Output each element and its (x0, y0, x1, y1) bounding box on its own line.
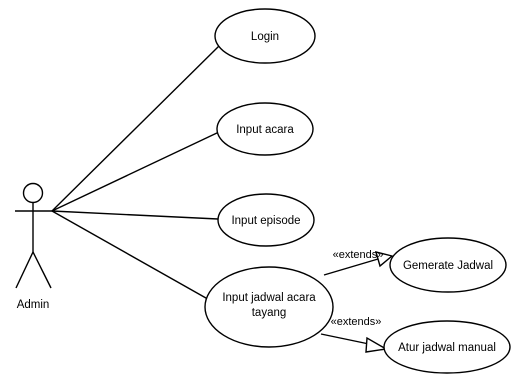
extend-label-generate: «extends» (333, 249, 384, 261)
use-case-atur-jadwal-ellipse (383, 320, 511, 374)
actor-right-leg (32, 251, 52, 289)
extend-line-generate (323, 258, 379, 276)
use-case-generate-jadwal-ellipse (389, 237, 507, 293)
use-case-atur-jadwal[interactable]: Atur jadwal manual (383, 320, 511, 374)
use-case-input-acara-label: Input acara (236, 124, 294, 136)
actor-left-leg (15, 251, 34, 289)
use-case-generate-jadwal-label: Gemerate Jadwal (403, 260, 493, 272)
use-case-generate-jadwal[interactable]: Gemerate Jadwal (389, 237, 507, 293)
extend-arrowhead-generate (374, 251, 394, 268)
association-login (51, 45, 220, 212)
association-input-episode (51, 210, 219, 220)
extend-arrowhead-atur (365, 336, 389, 353)
use-case-input-acara[interactable]: Input acara (216, 102, 314, 156)
extend-line-atur (320, 333, 370, 345)
use-case-login[interactable]: Login (214, 8, 316, 64)
use-case-input-episode-label: Input episode (231, 215, 300, 227)
use-case-input-episode[interactable]: Input episode (217, 193, 315, 247)
use-case-input-jadwal-label-line1: Input jadwal acara (222, 292, 316, 304)
actor-admin[interactable]: Admin (15, 182, 52, 312)
use-case-input-jadwal[interactable]: Input jadwal acara tayang (204, 266, 334, 348)
use-case-login-label: Login (251, 31, 279, 43)
actor-label: Admin (17, 299, 50, 311)
extend-relation-generate: «extends» (323, 249, 394, 276)
use-case-input-jadwal-label-line2: tayang (252, 307, 287, 319)
use-case-atur-jadwal-label: Atur jadwal manual (398, 342, 496, 354)
extend-label-atur: «extends» (331, 316, 382, 328)
use-case-login-ellipse (214, 8, 316, 64)
use-case-input-episode-ellipse (217, 193, 315, 247)
use-case-input-jadwal-ellipse (204, 266, 334, 348)
association-input-acara (51, 131, 220, 212)
actor-head (22, 182, 44, 204)
extend-relation-atur: «extends» (320, 316, 389, 353)
association-input-jadwal (51, 210, 214, 303)
use-case-input-acara-ellipse (216, 102, 314, 156)
